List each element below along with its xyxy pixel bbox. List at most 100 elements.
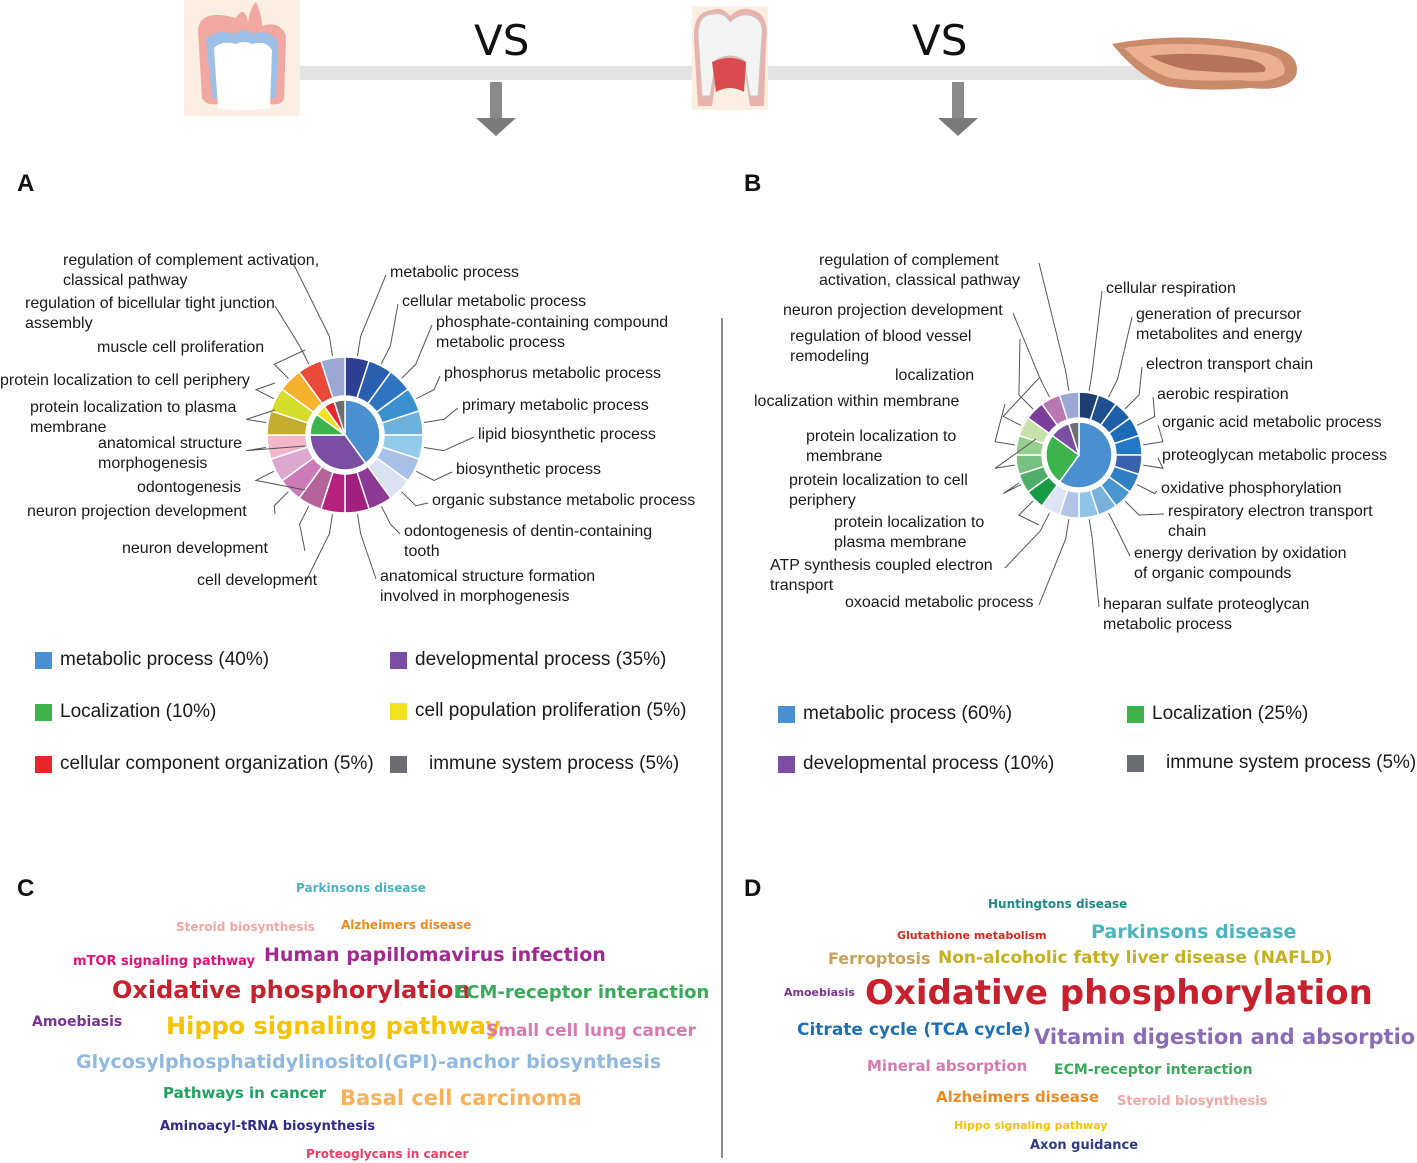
b-go-label-8: ATP synthesis coupled electron transport [770, 557, 993, 594]
outer-slice-19 [319, 356, 346, 399]
b-go-label-2: regulation of blood vessel remodeling [790, 328, 972, 365]
inner-slice-immune-system-process [333, 399, 346, 436]
leader-line-17 [273, 349, 306, 379]
b-go-label-19: heparan sulfate proteoglycan metabolic p… [1103, 596, 1310, 633]
panel-letter-a: A [17, 170, 35, 197]
leader-line-18 [1012, 312, 1050, 398]
c-word-0: Parkinsons disease [296, 881, 426, 895]
b-legend-label-3: immune system process (5%) [1166, 752, 1417, 773]
c-word-6: ECM-receptor interaction [454, 982, 710, 1003]
a-go-label-15: lipid biosynthetic process [478, 426, 656, 443]
panel-letter-d: D [744, 875, 762, 902]
leader-line-9 [1088, 519, 1100, 608]
leader-line-18 [274, 305, 310, 364]
a-go-label-14: primary metabolic process [462, 397, 649, 414]
b-go-label-17: respiratory electron transport chain [1168, 503, 1373, 540]
leader-line-2 [1124, 366, 1143, 410]
c-word-4: Human papillomavirus infection [264, 944, 606, 966]
leader-line-5 [423, 436, 475, 452]
d-word-9: Mineral absorption [867, 1057, 1028, 1075]
d-word-4: Non-alcoholic fatty liver disease (NAFLD… [938, 948, 1333, 968]
a-go-label-19: anatomical structure formation involved … [380, 568, 596, 605]
a-go-label-9: cell development [197, 572, 318, 589]
c-word-7: Amoebiasis [32, 1014, 123, 1030]
leader-line-1 [380, 303, 399, 364]
leader-line-16 [1002, 377, 1040, 426]
b-go-label-9: oxoacid metabolic process [845, 594, 1034, 611]
leader-line-14 [246, 445, 306, 452]
down-arrow-icon-left [476, 82, 516, 136]
d-word-2: Parkinsons disease [1091, 921, 1297, 943]
panel-letter-c: C [17, 875, 35, 902]
leader-line-7 [1124, 500, 1165, 516]
b-go-label-18: energy derivation by oxidation of organi… [1134, 545, 1347, 582]
a-legend-item-5: immune system process (5%) [390, 753, 679, 775]
leader-line-12 [273, 491, 289, 515]
b-legend-label-2: developmental process (10%) [803, 753, 1055, 774]
leader-line-8 [1108, 512, 1131, 557]
a-legend-swatch-5 [390, 755, 407, 773]
leader-line-10 [304, 513, 333, 584]
d-word-13: Hippo signaling pathway [954, 1119, 1108, 1132]
a-legend-swatch-0 [35, 651, 52, 669]
a-legend-item-2: Localization (10%) [35, 701, 216, 723]
leader-line-10 [1038, 519, 1070, 606]
c-word-2: Alzheimers disease [341, 918, 472, 932]
b-legend-label-1: Localization (25%) [1152, 703, 1309, 724]
c-word-8: Hippo signaling pathway [166, 1012, 501, 1040]
leader-line-8 [380, 506, 401, 535]
panel-letter-b: B [744, 170, 762, 197]
leader-line-14 [994, 438, 1037, 469]
a-legend-item-4: cellular component organization (5%) [35, 753, 374, 775]
d-word-12: Steroid biosynthesis [1117, 1094, 1268, 1109]
a-legend-swatch-3 [390, 702, 407, 720]
c-word-12: Basal cell carcinoma [340, 1086, 582, 1110]
leader-line-0 [357, 274, 387, 357]
c-word-5: Oxidative phosphorylation [112, 976, 471, 1004]
c-word-1: Steroid biosynthesis [176, 920, 315, 934]
a-legend-item-1: developmental process (35%) [390, 649, 666, 671]
a-go-label-11: cellular metabolic process [402, 293, 587, 310]
a-go-label-8: neuron development [122, 540, 268, 557]
dental-papilla-icon [184, 0, 300, 116]
b-go-label-7: protein localization to plasma membrane [834, 514, 985, 551]
b-go-label-1: neuron projection development [783, 302, 1003, 319]
d-word-5: Amoebiasis [784, 986, 855, 999]
b-go-label-4: localization within membrane [754, 393, 960, 410]
b-go-label-3: localization [895, 367, 975, 384]
inner-slice-metabolic-process [344, 399, 381, 465]
a-legend-swatch-2 [35, 703, 52, 721]
d-word-7: Citrate cycle (TCA cycle) [797, 1020, 1031, 1040]
a-legend-item-3: cell population proliferation (5%) [390, 700, 686, 722]
a-legend-label-2: Localization (10%) [60, 701, 217, 722]
b-legend-item-1: Localization (25%) [1127, 703, 1308, 725]
a-go-label-7: neuron projection development [27, 503, 247, 520]
b-legend-item-3: immune system process (5%) [1127, 752, 1416, 774]
vs-label-right: VS [912, 16, 968, 65]
inner-slice-developmental-process [309, 434, 367, 471]
d-word-6: Oxidative phosphorylation [865, 973, 1373, 1013]
b-go-label-5: protein localization to membrane [806, 428, 957, 465]
b-go-label-11: generation of precursor metabolites and … [1136, 306, 1303, 343]
a-go-label-6: odontogenesis [137, 479, 242, 496]
tissue-slice-icon [1112, 37, 1297, 90]
leader-line-11 [1004, 512, 1050, 569]
leader-line-13 [1002, 482, 1022, 495]
leader-line-19 [292, 262, 333, 357]
c-word-13: Aminoacyl-tRNA biosynthesis [160, 1119, 376, 1134]
b-go-label-12: electron transport chain [1146, 356, 1314, 373]
outer-slice-19 [1058, 391, 1080, 421]
b-go-label-15: proteoglycan metabolic process [1162, 447, 1388, 464]
a-go-label-2: muscle cell proliferation [97, 339, 265, 356]
b-go-label-14: organic acid metabolic process [1162, 414, 1382, 431]
a-legend-label-3: cell population proliferation (5%) [415, 700, 687, 721]
b-legend-swatch-0 [778, 705, 795, 723]
leader-line-19 [1038, 262, 1070, 391]
leader-line-17 [1018, 338, 1034, 410]
leader-line-6 [1136, 484, 1158, 495]
c-word-11: Pathways in cancer [163, 1084, 327, 1102]
d-word-10: ECM-receptor interaction [1054, 1062, 1253, 1078]
b-go-label-0: regulation of complement activation, cla… [819, 252, 1020, 289]
